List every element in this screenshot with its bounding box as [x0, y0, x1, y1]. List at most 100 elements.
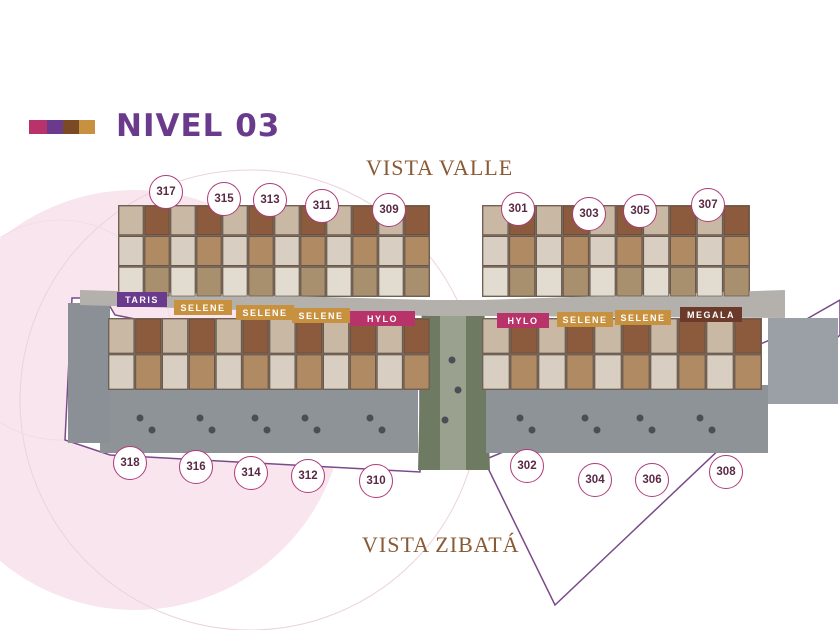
north-west-room — [326, 267, 352, 297]
north-east-room — [670, 236, 696, 266]
unit-label-309[interactable]: 309 — [372, 193, 406, 227]
south-west-room — [377, 354, 403, 390]
terrace-table — [636, 414, 644, 422]
unit-label-312[interactable]: 312 — [291, 459, 325, 493]
south-west-room — [323, 354, 349, 390]
unit-label-313[interactable]: 313 — [253, 183, 287, 217]
unit-label-301[interactable]: 301 — [501, 192, 535, 226]
courtyard-tree — [454, 386, 462, 394]
south-west-room — [269, 318, 296, 354]
unit-label-315[interactable]: 315 — [207, 182, 241, 216]
south-west-room — [269, 354, 296, 390]
unit-label-314[interactable]: 314 — [234, 456, 268, 490]
north-west-room — [378, 236, 404, 266]
model-tag-hylo: HYLO — [350, 311, 415, 326]
terrace-chair — [708, 426, 716, 434]
north-west-room — [352, 267, 378, 297]
south-east-room — [510, 354, 538, 390]
north-east-room — [616, 267, 643, 297]
south-west-room — [242, 318, 269, 354]
north-west-room — [144, 267, 170, 297]
south-east-room — [594, 354, 622, 390]
north-west-room — [118, 205, 144, 235]
unit-label-311[interactable]: 311 — [305, 189, 339, 223]
model-tag-selene: SELENE — [557, 312, 613, 327]
south-west-room — [108, 354, 135, 390]
terrace-chair — [313, 426, 321, 434]
terrace-chair — [378, 426, 386, 434]
north-west-room — [170, 236, 196, 266]
north-east-room — [723, 267, 750, 297]
terrace-chair — [148, 426, 156, 434]
north-east-room — [509, 236, 535, 266]
courtyard-path — [440, 310, 466, 470]
logo-swatch-brown — [63, 120, 79, 134]
north-east-room — [563, 236, 589, 266]
terrace-chair — [528, 426, 536, 434]
courtyard-tree — [448, 356, 456, 364]
room-layer — [108, 205, 762, 434]
unit-label-318[interactable]: 318 — [113, 446, 147, 480]
north-east-room — [536, 267, 562, 297]
south-east-room — [482, 354, 510, 390]
unit-label-316[interactable]: 316 — [179, 450, 213, 484]
north-west-room — [300, 267, 326, 297]
north-west-room — [404, 267, 430, 297]
unit-label-305[interactable]: 305 — [623, 194, 657, 228]
terrace-table — [696, 414, 704, 422]
south-west-room — [296, 318, 322, 354]
north-west-room — [196, 236, 222, 266]
terrace-chair — [263, 426, 271, 434]
unit-label-303[interactable]: 303 — [572, 197, 606, 231]
south-west-room — [216, 318, 242, 354]
terrace-table — [301, 414, 309, 422]
north-east-room — [482, 236, 509, 266]
north-west-room — [274, 236, 300, 266]
south-east-room — [566, 354, 594, 390]
north-west-room — [378, 267, 404, 297]
south-east-room — [678, 354, 706, 390]
north-west-room — [222, 236, 248, 266]
south-west-room — [189, 354, 215, 390]
north-east-room — [697, 267, 723, 297]
terrace-table — [516, 414, 524, 422]
unit-label-307[interactable]: 307 — [691, 188, 725, 222]
unit-label-317[interactable]: 317 — [149, 175, 183, 209]
north-west-room — [352, 236, 378, 266]
north-west-room — [222, 267, 248, 297]
south-east-room — [678, 318, 706, 354]
south-west-room — [216, 354, 242, 390]
unit-label-306[interactable]: 306 — [635, 463, 669, 497]
south-east-room — [734, 354, 762, 390]
north-west-room — [196, 267, 222, 297]
terraces-west — [100, 385, 418, 453]
model-tag-hylo: HYLO — [497, 313, 549, 328]
south-west-room — [162, 354, 188, 390]
south-west-room — [403, 354, 430, 390]
north-east-room — [616, 236, 643, 266]
north-east-room — [643, 236, 669, 266]
model-tag-selene: SELENE — [174, 300, 232, 315]
terrace-chair — [648, 426, 656, 434]
unit-label-302[interactable]: 302 — [510, 449, 544, 483]
pool-strip-east — [768, 318, 838, 404]
unit-label-308[interactable]: 308 — [709, 455, 743, 489]
north-west-room — [248, 236, 274, 266]
corridor — [80, 290, 785, 318]
unit-label-304[interactable]: 304 — [578, 463, 612, 497]
view-label-bottom: VISTA ZIBATÁ — [362, 532, 520, 557]
north-east-room — [723, 236, 750, 266]
south-east-room — [706, 318, 734, 354]
north-east-room — [589, 267, 616, 297]
logo-swatch-gold — [79, 120, 95, 134]
south-west-room — [162, 318, 188, 354]
north-west-room — [404, 236, 430, 266]
terrace-table — [581, 414, 589, 422]
unit-label-310[interactable]: 310 — [359, 464, 393, 498]
north-west-room — [248, 267, 274, 297]
north-west-room — [144, 205, 170, 235]
south-west-room — [189, 318, 215, 354]
courtyard-tree — [441, 416, 449, 424]
